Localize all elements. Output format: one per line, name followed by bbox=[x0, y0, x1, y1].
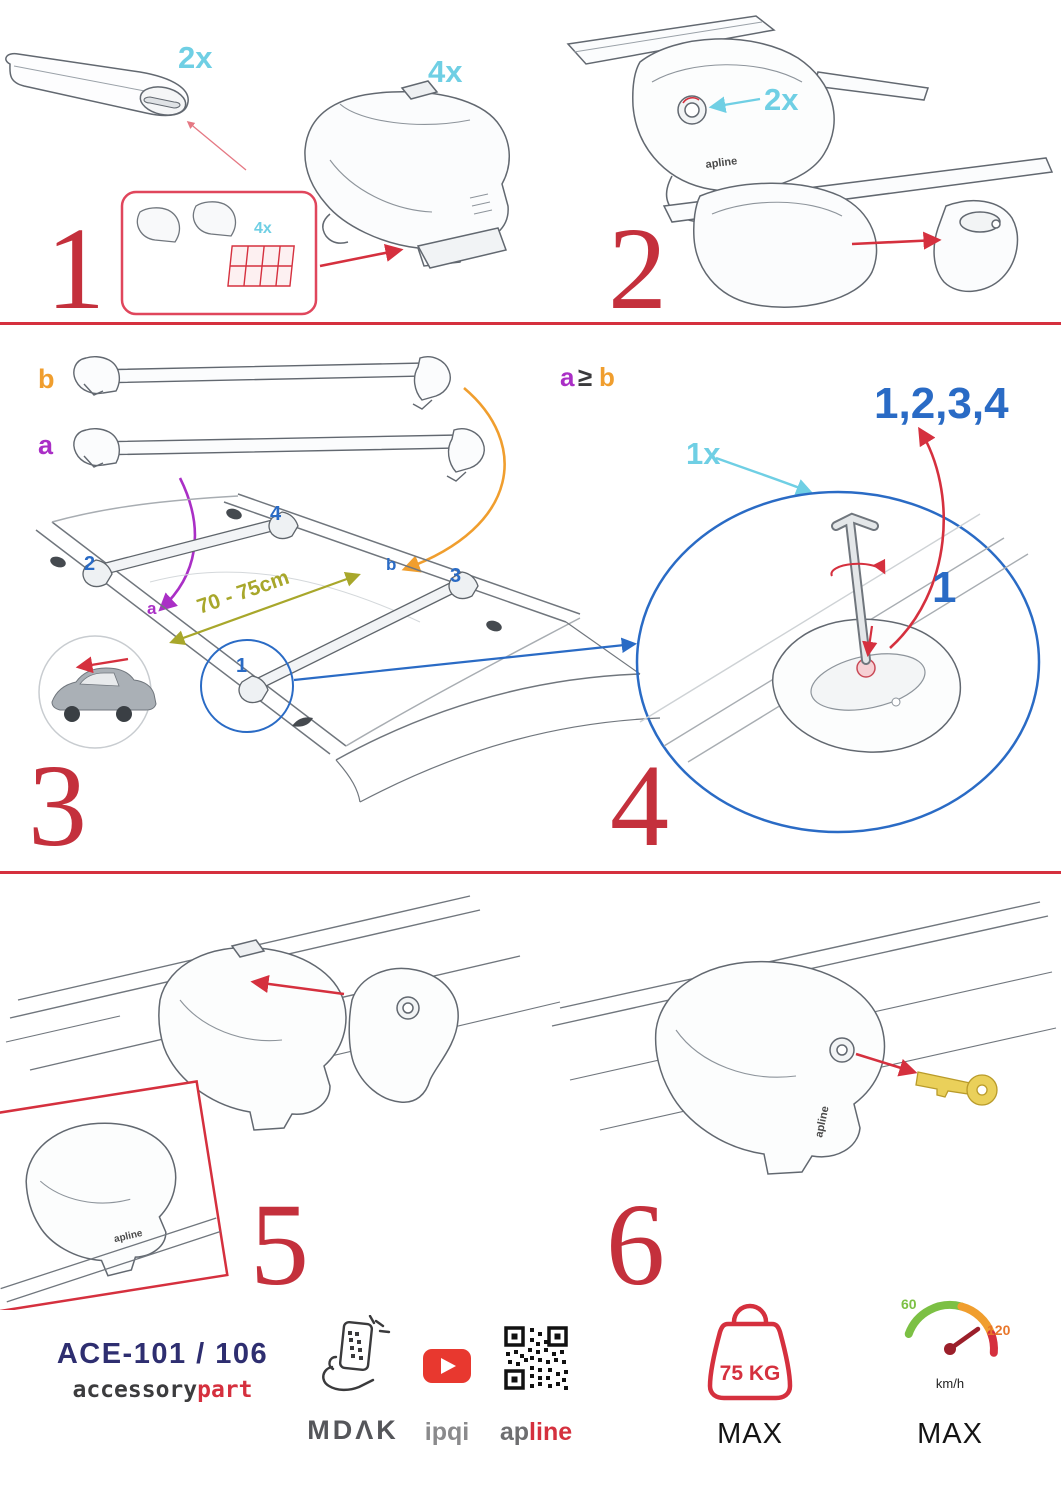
section-divider-2 bbox=[0, 871, 1061, 874]
roof-bar-a-label: a bbox=[147, 599, 157, 618]
steps-5-6-panel: apline 5 apline 6 bbox=[0, 895, 1057, 1310]
step-2-number: 2 bbox=[608, 203, 667, 330]
tightening-detail-illustration bbox=[639, 512, 1029, 763]
housing-attach-arrow bbox=[250, 974, 345, 996]
condition-operator: ≥ bbox=[578, 362, 592, 392]
max-speed-label: MAX bbox=[917, 1418, 983, 1450]
phone-qr-scan-icon bbox=[322, 1315, 391, 1392]
first-position-label: 1 bbox=[932, 563, 956, 612]
tighten-sequence-label: 1,2,3,4 bbox=[874, 379, 1009, 428]
antenna-fin bbox=[292, 717, 313, 727]
condition-a: a bbox=[560, 362, 575, 392]
step-1-number: 1 bbox=[46, 203, 105, 330]
apline-logo: apline bbox=[486, 1418, 586, 1447]
foot-keylock-illustration bbox=[654, 960, 886, 1175]
pad-grid bbox=[227, 245, 295, 287]
lock-housing-illustration bbox=[348, 967, 459, 1103]
car-silhouette bbox=[51, 667, 157, 711]
foot-endcap-illustration bbox=[662, 157, 1054, 308]
tool-quantity-arrow bbox=[715, 456, 814, 495]
bar-b-label: b bbox=[38, 364, 55, 394]
sequence-order-arrow bbox=[889, 426, 946, 649]
product-code: ACE-101 / 106 bbox=[56, 1338, 269, 1370]
foot-lock-illustration bbox=[632, 38, 835, 223]
steps-1-2-panel: 2x 4x 4x 1 apline 2x bbox=[5, 15, 1054, 330]
speed-unit-label: km/h bbox=[936, 1376, 964, 1391]
car-direction-inset bbox=[38, 635, 157, 749]
youtube-play-icon bbox=[423, 1349, 471, 1383]
brand-accessory: accessory bbox=[72, 1377, 198, 1403]
rubber-pads-inset: 4x bbox=[120, 190, 404, 316]
step-4-number: 4 bbox=[610, 740, 669, 871]
bar-a-label: a bbox=[38, 430, 54, 460]
tool-quantity-label: 1x bbox=[686, 436, 721, 471]
roof-position-3: 3 bbox=[450, 565, 461, 587]
foot-brand-logo: apline bbox=[705, 155, 738, 171]
max-load-weight-icon: 75 KG bbox=[707, 1303, 793, 1401]
step-3-number: 3 bbox=[28, 740, 87, 871]
rail-mount-covers bbox=[50, 508, 502, 727]
lock-quantity-label: 2x bbox=[764, 82, 799, 117]
apline-ap: ap bbox=[499, 1418, 530, 1446]
condition-b: b bbox=[599, 362, 615, 392]
bar-end-leader-line bbox=[186, 121, 247, 171]
car-front-arrow bbox=[75, 656, 129, 674]
brand-wordmark: accessorypart bbox=[55, 1377, 270, 1403]
lock-quantity-arrow bbox=[708, 96, 761, 114]
steps-3-4-panel: b a bbox=[28, 355, 1041, 871]
roof-position-2: 2 bbox=[84, 553, 95, 575]
pad-insert-arrow bbox=[319, 243, 404, 268]
roof-position-1: 1 bbox=[236, 655, 247, 677]
crossbar-b-illustration bbox=[73, 355, 451, 410]
speed-low-label: 60 bbox=[901, 1296, 917, 1312]
product-block: ACE-101 / 106 accessorypart bbox=[55, 1338, 270, 1403]
step-5-number: 5 bbox=[250, 1179, 309, 1310]
section-divider-1 bbox=[0, 322, 1061, 325]
footer: ACE-101 / 106 accessorypart MDΛK ipqi bbox=[0, 1280, 1061, 1500]
crossbar-illustration bbox=[5, 52, 189, 117]
crossbar-a-illustration bbox=[73, 427, 485, 482]
bar-distance-label: 70 - 75cm bbox=[194, 566, 292, 619]
foot-clamp-illustration bbox=[304, 80, 510, 269]
max-load-value: 75 KG bbox=[720, 1362, 781, 1385]
bolt-press-arrow bbox=[862, 625, 878, 658]
ipqi-logo: ipqi bbox=[424, 1418, 470, 1446]
endcap-attach-arrow bbox=[851, 231, 942, 250]
roof-position-4: 4 bbox=[270, 503, 282, 525]
detail-connector-arrow bbox=[293, 637, 638, 682]
foot-quantity-label: 4x bbox=[428, 54, 463, 89]
bar-b-position-arrow bbox=[401, 387, 506, 573]
bar-quantity-label: 2x bbox=[178, 40, 213, 75]
foot-on-rail-illustration bbox=[158, 939, 347, 1131]
detail-zoom-ellipse bbox=[635, 490, 1041, 834]
locked-foot-inset: apline bbox=[0, 1079, 229, 1310]
bar-distance-arrow bbox=[169, 571, 361, 646]
rotate-key-arrow bbox=[830, 558, 886, 577]
key-illustration bbox=[915, 1071, 998, 1106]
apline-line: line bbox=[529, 1418, 573, 1446]
roof-bar-b-label: b bbox=[386, 555, 396, 574]
qr-code-icon bbox=[504, 1326, 568, 1390]
pad-quantity-label: 4x bbox=[254, 220, 272, 237]
brand-part: part bbox=[197, 1377, 253, 1403]
max-speed-gauge-icon: 60 120 km/h bbox=[901, 1296, 1011, 1391]
mdak-logo: MDΛK bbox=[307, 1415, 399, 1445]
step-6-number: 6 bbox=[606, 1179, 665, 1310]
key-insert-arrow bbox=[855, 1052, 918, 1077]
max-load-label: MAX bbox=[717, 1418, 783, 1450]
allen-key-illustration bbox=[831, 512, 879, 665]
speed-high-label: 120 bbox=[987, 1322, 1011, 1338]
